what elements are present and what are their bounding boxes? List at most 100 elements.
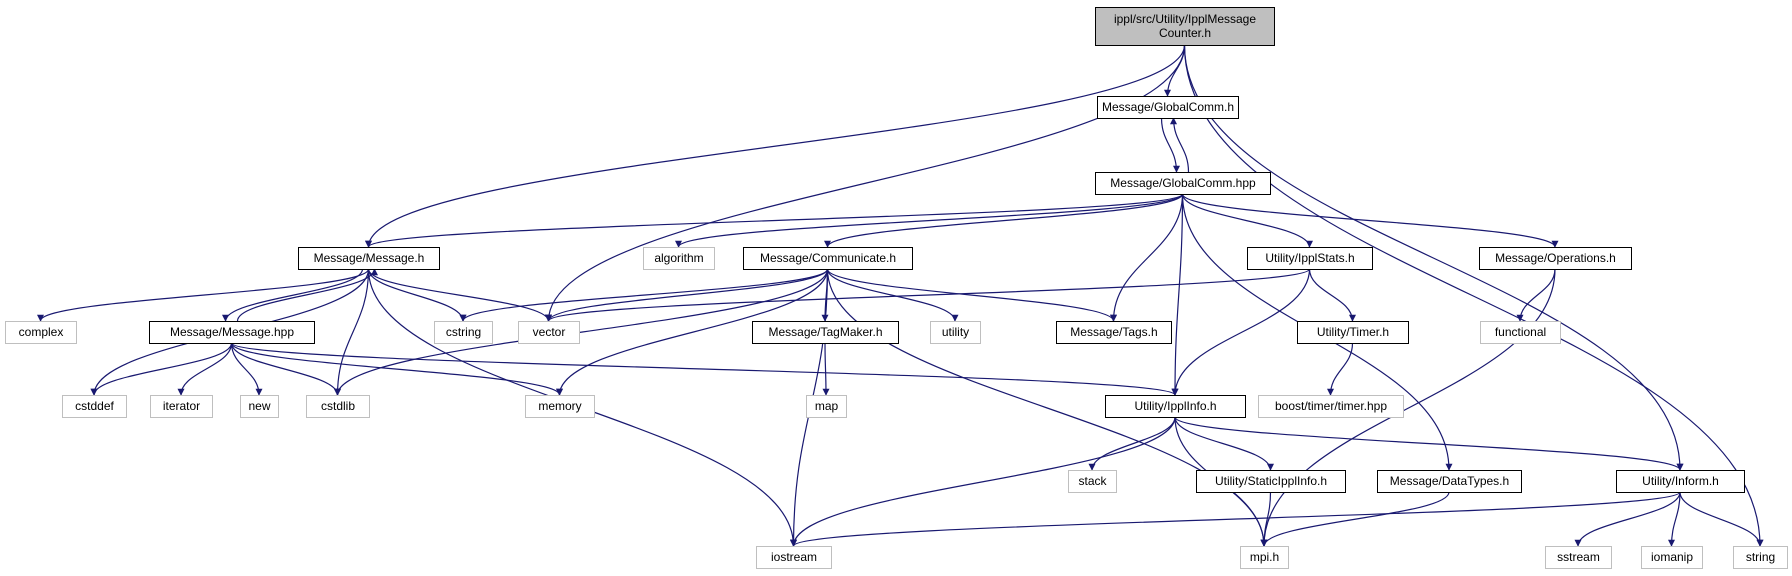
node-stack-label: stack xyxy=(1078,474,1107,488)
edge-globalcomm-hpp-to-globalcomm-h xyxy=(1170,117,1190,173)
node-datatypes-h[interactable]: Message/DataTypes.h xyxy=(1377,470,1522,493)
node-iostream: iostream xyxy=(756,546,832,569)
edge-communicate-h-to-memory xyxy=(556,268,829,396)
node-complex-box xyxy=(5,321,77,344)
node-tagmaker-h-box xyxy=(752,321,899,344)
node-globalcomm-hpp-label: Message/GlobalComm.hpp xyxy=(1110,176,1256,190)
node-operations-h[interactable]: Message/Operations.h xyxy=(1479,247,1632,270)
node-tagmaker-h[interactable]: Message/TagMaker.h xyxy=(752,321,899,344)
node-complex-label: complex xyxy=(19,325,64,339)
edge-ipplstats-h-to-ipplinfo-h xyxy=(1171,268,1311,396)
node-mpi-h: mpi.h xyxy=(1240,546,1289,569)
edge-ipplstats-h-to-timer-h xyxy=(1308,268,1356,322)
node-memory-label: memory xyxy=(538,399,581,413)
node-complex: complex xyxy=(5,321,77,344)
node-memory: memory xyxy=(525,395,595,418)
node-globalcomm-h-label: Message/GlobalComm.h xyxy=(1102,100,1234,114)
node-boost-timer-box xyxy=(1258,395,1404,418)
node-layer: ippl/src/Utility/IpplMessageCounter.hMes… xyxy=(5,7,1788,569)
node-mpi-h-label: mpi.h xyxy=(1250,550,1279,564)
node-tags-h-label: Message/Tags.h xyxy=(1070,325,1157,339)
edge-operations-h-to-mpi-h xyxy=(1260,268,1556,547)
node-message-h[interactable]: Message/Message.h xyxy=(298,247,440,270)
edge-globalcomm-hpp-to-algorithm xyxy=(675,193,1184,248)
node-functional: functional xyxy=(1480,321,1561,344)
node-datatypes-h-label: Message/DataTypes.h xyxy=(1390,474,1509,488)
edge-ipplinfo-h-to-stack xyxy=(1088,416,1176,471)
node-memory-box xyxy=(525,395,595,418)
edge-message-hpp-to-cstddef xyxy=(90,342,233,396)
edge-message-hpp-to-memory xyxy=(230,342,563,396)
node-communicate-h-box xyxy=(743,247,913,270)
node-map: map xyxy=(806,395,847,418)
node-operations-h-label: Message/Operations.h xyxy=(1495,251,1616,265)
node-iostream-box xyxy=(756,546,832,569)
node-utility-label: utility xyxy=(942,325,969,339)
node-datatypes-h-box xyxy=(1377,470,1522,493)
edge-ipplinfo-h-to-iostream xyxy=(790,416,1176,547)
edge-message-hpp-to-cstdlib xyxy=(230,342,341,396)
node-staticipplinfo-h-box xyxy=(1196,470,1346,493)
node-tags-h[interactable]: Message/Tags.h xyxy=(1056,321,1172,344)
node-string-box xyxy=(1733,546,1788,569)
node-staticipplinfo-h[interactable]: Utility/StaticIpplInfo.h xyxy=(1196,470,1346,493)
node-communicate-h[interactable]: Message/Communicate.h xyxy=(743,247,913,270)
node-cstddef-box xyxy=(62,395,127,418)
node-cstddef-label: cstddef xyxy=(75,399,114,413)
node-ipplinfo-h-label: Utility/IpplInfo.h xyxy=(1134,399,1216,413)
edge-message-hpp-to-message-h xyxy=(236,268,378,322)
edge-root-to-vector xyxy=(545,44,1186,322)
node-message-hpp[interactable]: Message/Message.hpp xyxy=(149,321,315,344)
edge-ipplinfo-h-to-inform-h xyxy=(1174,416,1684,471)
edge-inform-h-to-sstream xyxy=(1574,491,1681,547)
node-ipplinfo-h-box xyxy=(1105,395,1246,418)
edge-message-h-to-vector xyxy=(367,268,552,322)
edge-globalcomm-hpp-to-ipplstats-h xyxy=(1181,193,1313,248)
node-utility-box xyxy=(930,321,981,344)
edge-datatypes-h-to-mpi-h xyxy=(1260,491,1450,547)
node-communicate-h-label: Message/Communicate.h xyxy=(760,251,896,265)
node-functional-box xyxy=(1480,321,1561,344)
edge-communicate-h-to-cstdlib xyxy=(334,268,829,396)
edge-root-to-message-h xyxy=(365,44,1186,248)
node-ipplstats-h[interactable]: Utility/IpplStats.h xyxy=(1247,247,1373,270)
node-cstdlib-box xyxy=(306,395,370,418)
edge-inform-h-to-iostream xyxy=(790,491,1681,547)
node-vector-box xyxy=(518,321,580,344)
edge-timer-h-to-boost-timer xyxy=(1327,342,1354,396)
edge-communicate-h-to-vector xyxy=(545,268,829,322)
node-operations-h-box xyxy=(1479,247,1632,270)
node-ipplstats-h-box xyxy=(1247,247,1373,270)
node-string-label: string xyxy=(1746,550,1775,564)
node-cstdlib-label: cstdlib xyxy=(321,399,355,413)
edge-inform-h-to-string xyxy=(1679,491,1764,547)
node-message-h-box xyxy=(298,247,440,270)
node-string: string xyxy=(1733,546,1788,569)
edge-message-h-to-cstring xyxy=(367,268,467,322)
node-stack: stack xyxy=(1068,470,1117,493)
node-sstream-box xyxy=(1545,546,1612,569)
node-iostream-label: iostream xyxy=(771,550,817,564)
node-inform-h[interactable]: Utility/Inform.h xyxy=(1616,470,1745,493)
node-timer-h-box xyxy=(1297,321,1409,344)
node-algorithm-box xyxy=(643,247,715,270)
node-globalcomm-hpp[interactable]: Message/GlobalComm.hpp xyxy=(1095,172,1271,195)
node-timer-h[interactable]: Utility/Timer.h xyxy=(1297,321,1409,344)
edge-globalcomm-hpp-to-tags-h xyxy=(1110,193,1184,322)
edge-message-hpp-to-ipplinfo-h xyxy=(230,342,1179,396)
edge-root-to-string xyxy=(1183,44,1764,547)
node-globalcomm-h[interactable]: Message/GlobalComm.h xyxy=(1097,96,1239,119)
node-root-label: ippl/src/Utility/IpplMessage xyxy=(1114,12,1256,26)
node-mpi-h-box xyxy=(1240,546,1289,569)
node-globalcomm-h-box xyxy=(1097,96,1239,119)
node-inform-h-label: Utility/Inform.h xyxy=(1642,474,1719,488)
node-sstream-label: sstream xyxy=(1557,550,1600,564)
edge-message-h-to-message-hpp xyxy=(222,268,364,322)
edge-communicate-h-to-utility xyxy=(826,268,959,322)
node-vector: vector xyxy=(518,321,580,344)
node-iomanip-box xyxy=(1641,546,1703,569)
edge-message-hpp-to-new xyxy=(230,342,263,396)
node-ipplinfo-h[interactable]: Utility/IpplInfo.h xyxy=(1105,395,1246,418)
node-algorithm: algorithm xyxy=(643,247,715,270)
